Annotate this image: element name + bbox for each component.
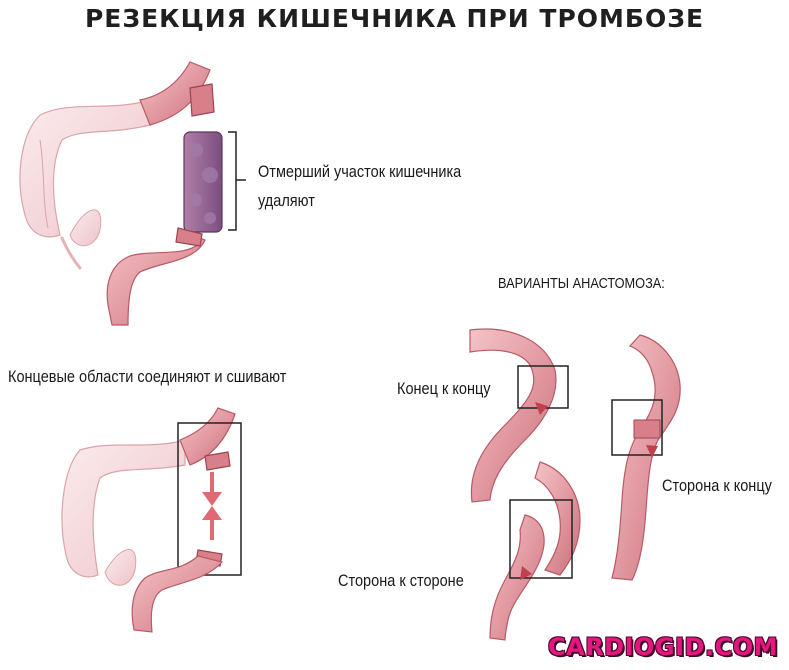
colon-before-resection — [19, 61, 246, 326]
colon-ends-joined — [61, 407, 242, 633]
dead-segment-label-line1: Отмерший участок кишечника — [258, 163, 462, 181]
sigmoid-rectum — [106, 231, 206, 326]
brand-logo[interactable]: CARDIOGID.COM — [548, 633, 778, 661]
side-to-end-illustration — [611, 334, 681, 581]
transverse-colon — [139, 61, 211, 126]
dead-bowel-segment — [183, 131, 223, 233]
side-to-end-label: Сторона к концу — [662, 477, 772, 495]
dead-segment-bracket — [228, 131, 246, 231]
arrow-up — [202, 506, 222, 540]
side-to-end-box — [611, 399, 663, 456]
joining-box — [177, 422, 242, 576]
page-title: РЕЗЕКЦИЯ КИШЕЧНИКА ПРИ ТРОМБОЗЕ — [84, 4, 705, 33]
side-to-side-box — [509, 499, 573, 579]
ends-joined-label: Концевые области соединяют и сшивают — [8, 368, 287, 386]
cut-end-top — [189, 83, 215, 117]
arrow-down — [202, 472, 222, 506]
appendix — [60, 236, 82, 270]
side-to-side-label: Сторона к стороне — [338, 572, 464, 590]
pale-colon-segment — [19, 99, 151, 238]
side-to-side-illustration — [489, 461, 581, 641]
pale-colon-segment — [61, 439, 186, 578]
end-to-end-illustration — [469, 328, 569, 503]
anastomosis-variants-heading: ВАРИАНТЫ АНАСТОМОЗА: — [498, 276, 665, 292]
end-to-end-label: Конец к концу — [397, 380, 491, 398]
dead-segment-label-line2: удаляют — [258, 192, 315, 210]
